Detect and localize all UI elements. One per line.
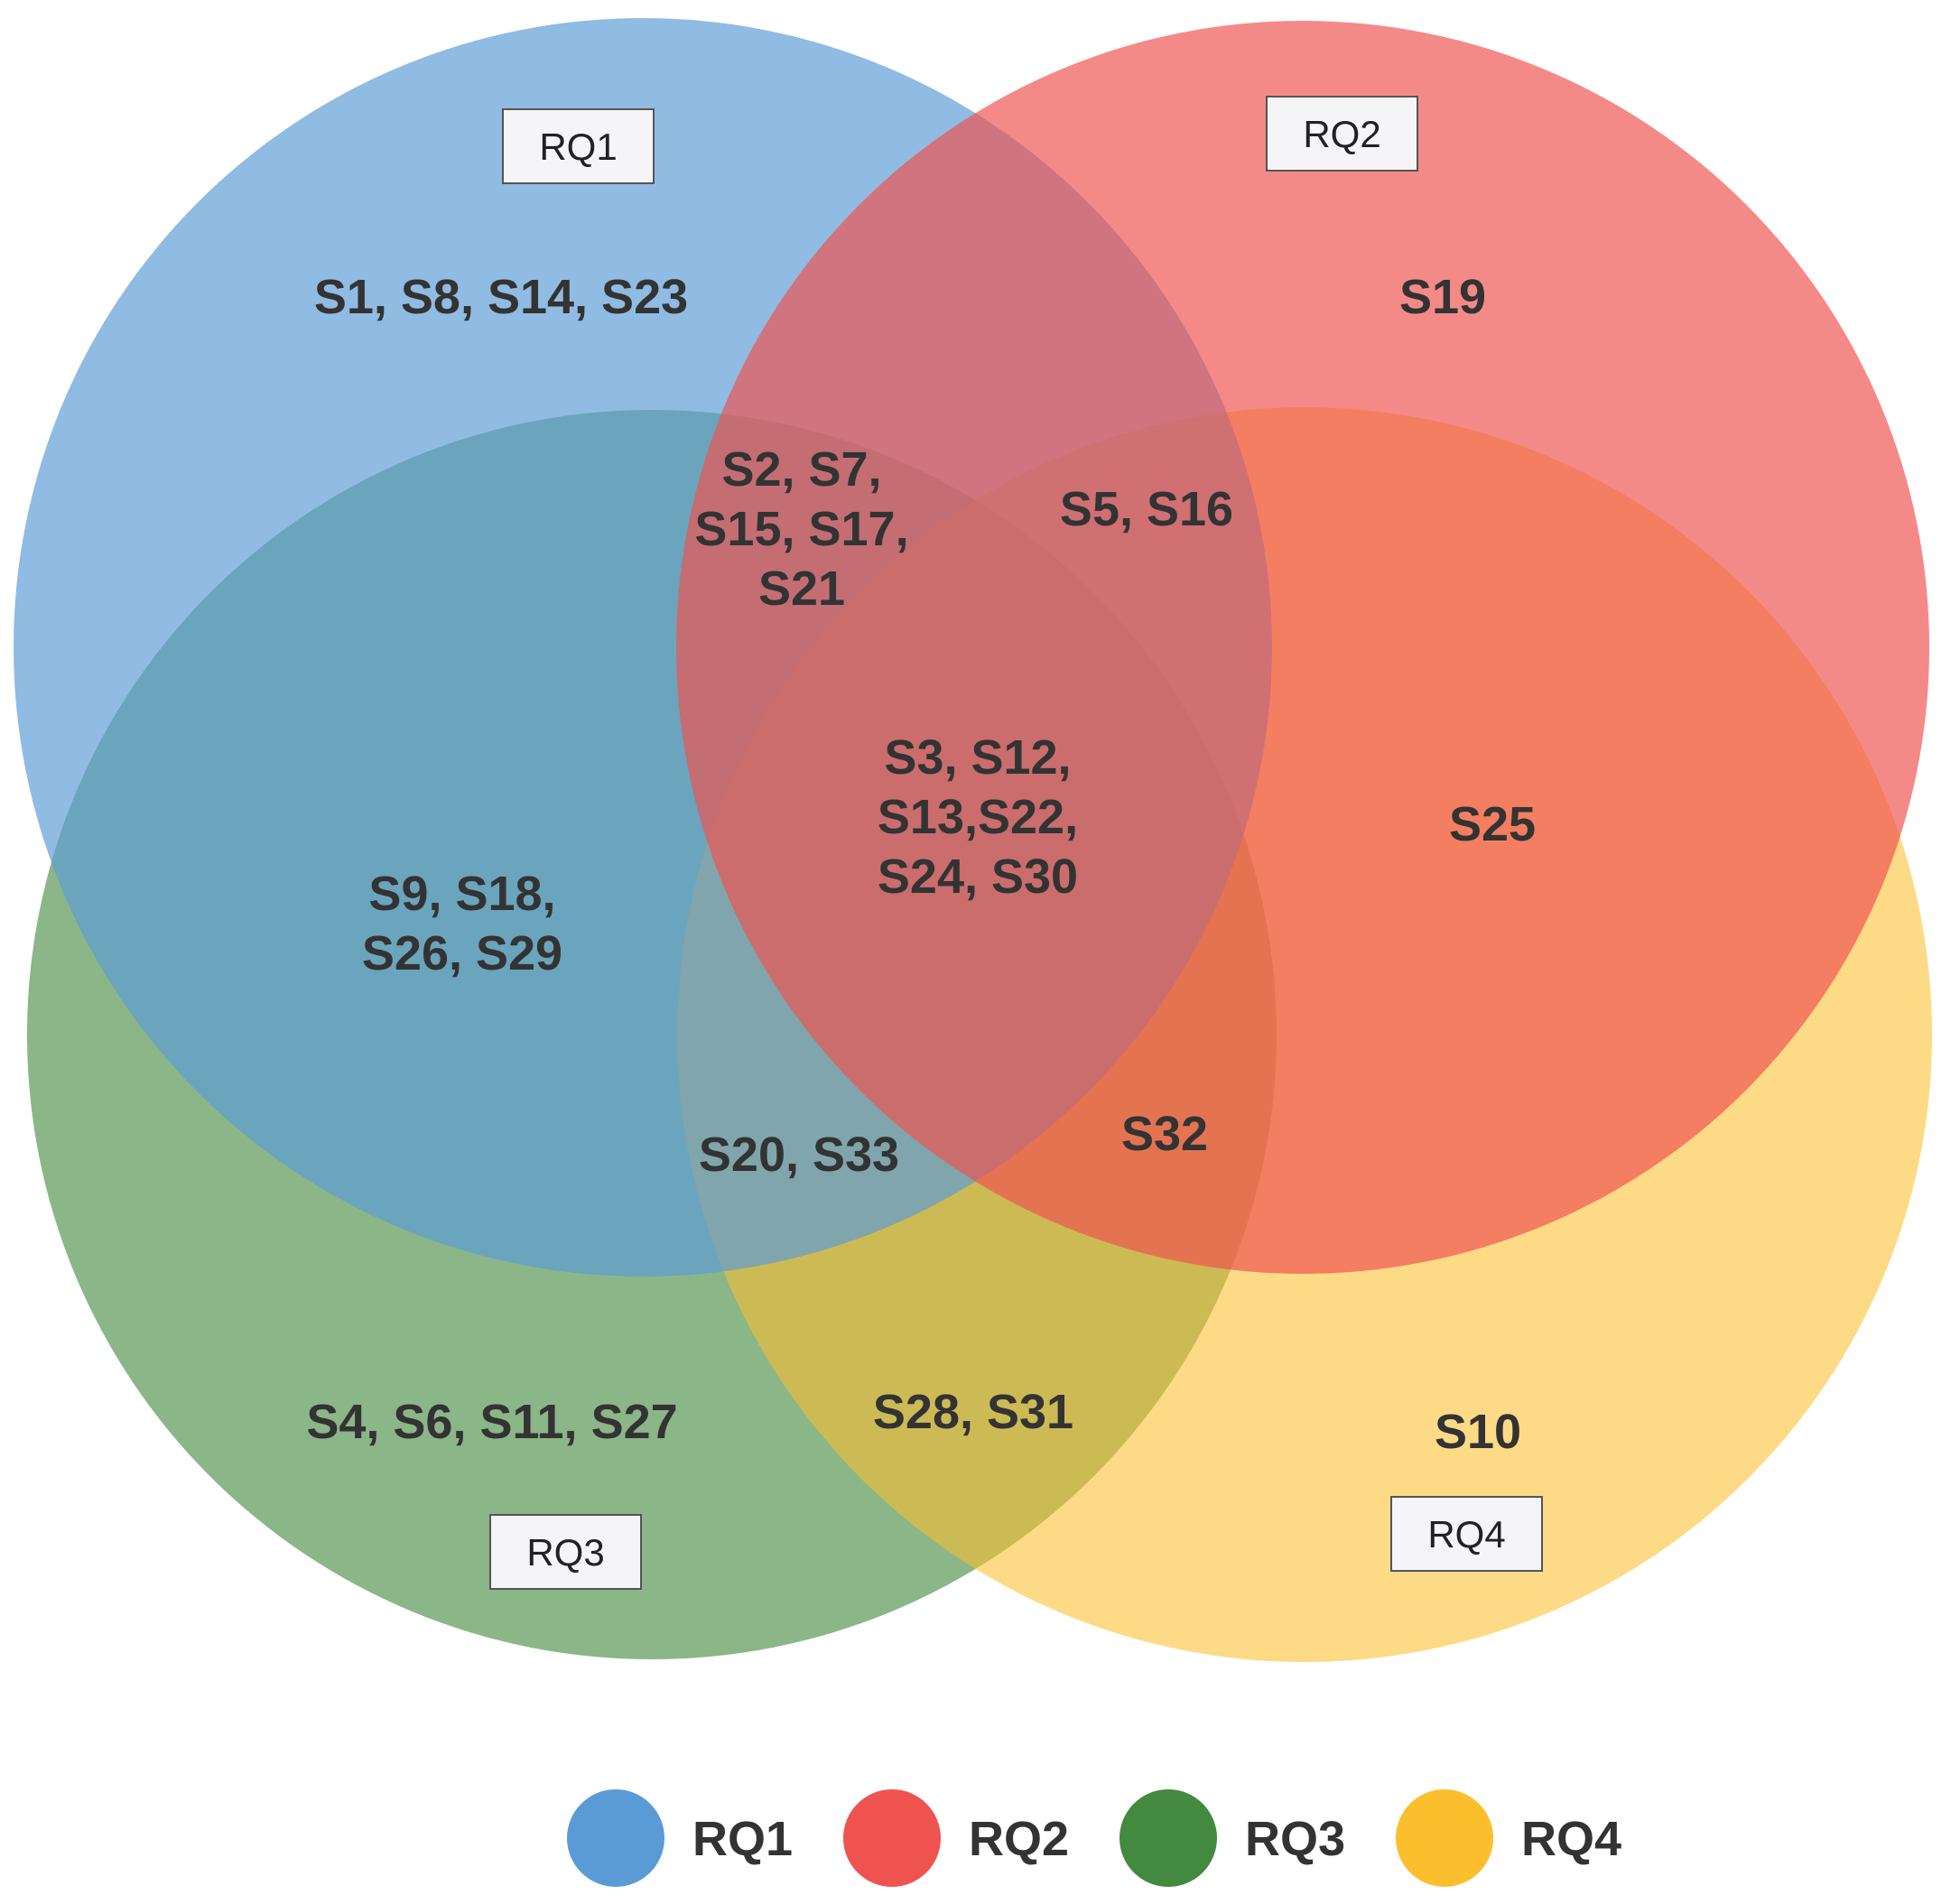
rq1-tag: RQ1 [502,108,655,184]
region-rq1-rq2-rq4: S5, S16 [1060,482,1233,536]
legend-swatch [1396,1789,1493,1887]
legend-label: RQ3 [1245,1812,1345,1866]
region-rq3-rq4: S28, S31 [873,1385,1073,1439]
region-line: S15, S17, [694,502,908,556]
region-line: S19 [1399,270,1486,324]
region-line: S32 [1121,1107,1208,1161]
legend-item: RQ4 [1396,1789,1621,1887]
legend-label: RQ1 [692,1812,793,1866]
rq2-tag: RQ2 [1266,96,1418,172]
rq2-tag-label: RQ2 [1303,113,1380,155]
region-line: S10 [1435,1405,1521,1459]
rq4-tag-label: RQ4 [1427,1513,1505,1556]
region-line: S26, S29 [362,926,562,980]
legend-item: RQ2 [843,1789,1069,1887]
region-rq3-only: S4, S6, S11, S27 [306,1395,677,1449]
legend-label: RQ2 [969,1812,1069,1866]
legend-item: RQ3 [1120,1789,1345,1887]
region-rq4-only: S10 [1435,1405,1521,1459]
rq3-tag: RQ3 [489,1514,642,1590]
region-line: S3, S12, [884,730,1071,785]
region-line: S9, S18, [368,867,555,921]
legend-item: RQ1 [567,1789,793,1887]
region-line: S13,S22, [878,790,1078,844]
region-line: S25 [1449,797,1536,851]
rq3-tag-box [489,1514,642,1590]
rq1-tag-box [502,108,655,184]
region-line: S24, S30 [878,850,1078,904]
legend-label: RQ4 [1521,1812,1621,1866]
region-rq2-rq3-rq4: S32 [1121,1107,1208,1161]
legend-swatch [1120,1789,1217,1887]
rq4-tag-box [1390,1496,1543,1572]
region-line: S20, S33 [699,1128,899,1182]
region-line: S4, S6, S11, S27 [306,1395,677,1449]
rq2-tag-box [1266,96,1418,172]
region-all-four: S3, S12,S13,S22, S24, S30 [878,730,1078,904]
region-line: S21 [758,562,845,616]
region-rq1-rq3: S9, S18,S26, S29 [362,867,562,980]
rq1-tag-label: RQ1 [539,125,617,168]
region-line: S1, S8, S14, S23 [314,270,688,324]
region-rq1-only: S1, S8, S14, S23 [314,270,688,324]
region-rq1-rq2-rq3: S2, S7,S15, S17, S21 [694,442,908,616]
region-line: S28, S31 [873,1385,1073,1439]
set-circles [14,18,1932,1662]
legend-swatch [843,1789,941,1887]
region-line: S5, S16 [1060,482,1233,536]
region-rq2-rq4: S25 [1449,797,1536,851]
legend: RQ1 RQ2 RQ3 RQ4 [567,1789,1621,1887]
region-rq2-only: S19 [1399,270,1486,324]
rq2-circle [676,21,1929,1274]
region-rq1-rq3-rq4: S20, S33 [699,1128,899,1182]
rq3-tag-label: RQ3 [526,1531,604,1574]
legend-swatch [567,1789,664,1887]
rq4-tag: RQ4 [1390,1496,1543,1572]
region-line: S2, S7, [721,442,881,497]
